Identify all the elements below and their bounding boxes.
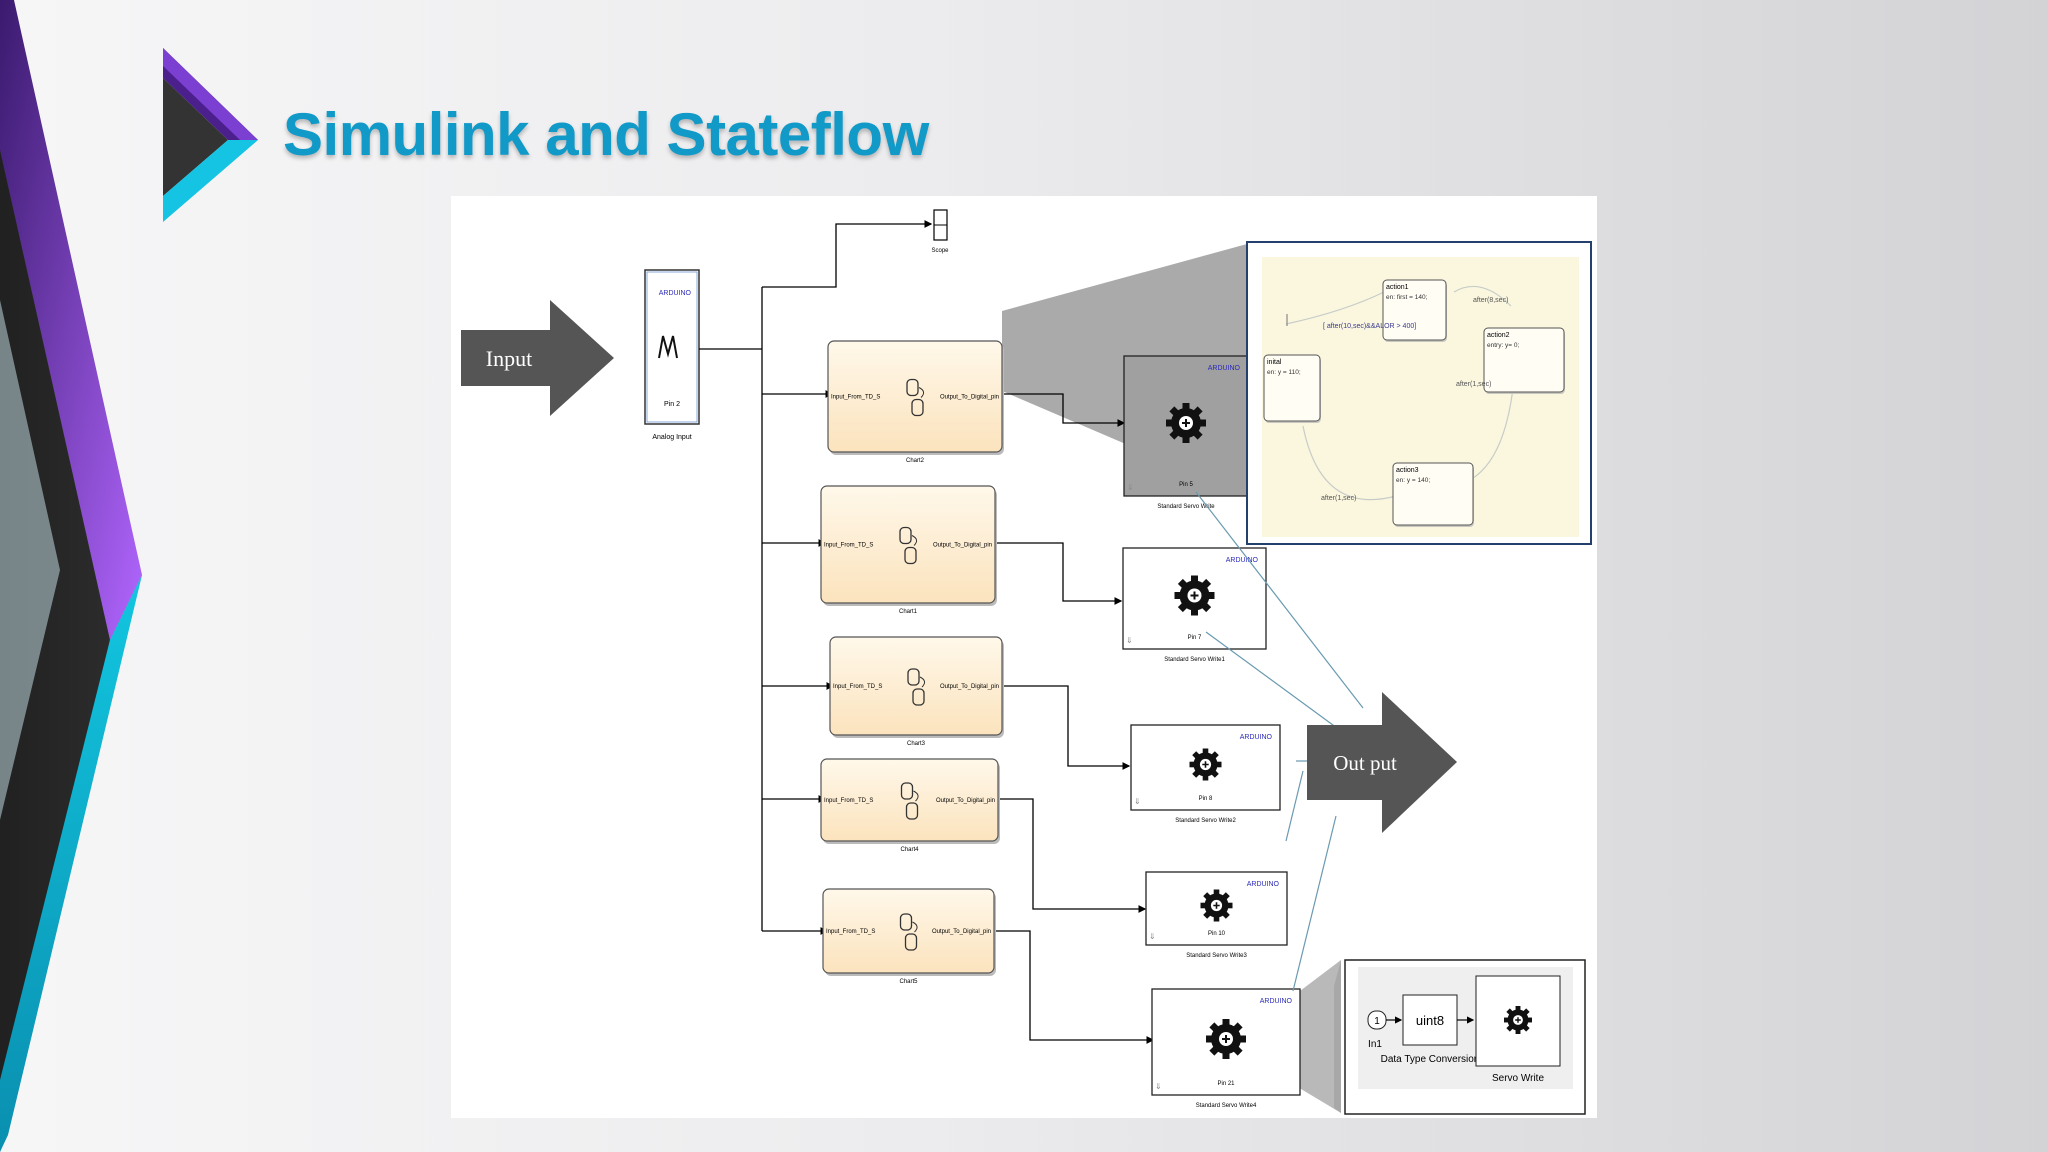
chart-out-port: Output_To_Digital_pin (940, 395, 999, 401)
chart-in-port: Input_From_TD_S (824, 543, 873, 549)
stateflow-state: action3 en: y = 140; (1392, 462, 1474, 527)
servo-name: Standard Servo Write3 (1186, 953, 1247, 959)
stateflow-state: inital en: y = 110; (1263, 354, 1321, 423)
conversion-label: Data Type Conversion (1381, 1054, 1480, 1065)
servo-pin: Pin 7 (1188, 635, 1202, 641)
stateflow-chart-block[interactable]: Input_From_TD_S Output_To_Digital_pinChar… (827, 340, 1004, 464)
chart-out-port: Output_To_Digital_pin (936, 798, 995, 804)
servo-pin: Pin 8 (1199, 796, 1213, 802)
chart-name: Chart4 (900, 847, 919, 853)
servo-badge: ARDUINO (1208, 365, 1241, 372)
stateflow-chart-panel: action1 en: first = 140; action2 entry: y= … (1246, 241, 1592, 545)
transition-label-1: [ after(10,sec)&&ALOR > 400] (1323, 323, 1416, 330)
servo-write-label: Servo Write (1492, 1073, 1544, 1084)
subsystem-gear-icon (1503, 1005, 1533, 1035)
servo-name: Standard Servo Write (1157, 504, 1215, 510)
title-chevron-icon (163, 48, 258, 222)
servo-pin: Pin 21 (1217, 1081, 1235, 1087)
servo-port-marker: ⇓ (1127, 483, 1134, 492)
servo-write-block[interactable]: ARDUINO Pin 5 Standard Servo Write ⇓ (1123, 355, 1249, 510)
analog-input-badge: ARDUINO (659, 290, 692, 297)
servo-port-marker: ⇓ (1155, 1082, 1162, 1091)
state-name: action3 (1396, 467, 1419, 474)
chart-out-port: Output_To_Digital_pin (940, 684, 999, 690)
servo-name: Standard Servo Write4 (1196, 1103, 1257, 1109)
state-action: en: y = 140; (1396, 477, 1430, 484)
servo-badge: ARDUINO (1260, 998, 1293, 1005)
output-callout-arrow: Out put (1307, 692, 1457, 833)
state-action: entry: y= 0; (1487, 342, 1520, 349)
waveform-icon (658, 335, 678, 359)
servo-write-block[interactable]: ARDUINO Pin 7 Standard Servo Write1 ⇓ (1122, 547, 1267, 663)
inport-number: 1 (1374, 1016, 1380, 1027)
chart-name: Chart1 (899, 609, 918, 615)
analog-input-block[interactable]: ARDUINO Pin 2 Analog Input (644, 269, 700, 441)
servo-write-block[interactable]: ARDUINO Pin 10 Standard Servo Write3 ⇓ (1145, 871, 1288, 959)
state-name: inital (1267, 359, 1282, 366)
transition-label-3: after(1,sec) (1456, 381, 1491, 388)
servo-port-marker: ⇓ (1149, 932, 1156, 941)
servo-name: Standard Servo Write2 (1175, 818, 1236, 824)
input-callout-arrow: Input (461, 300, 614, 416)
slide-title: Simulink and Stateflow (283, 101, 929, 168)
chart-in-port: Input_From_TD_S (826, 929, 875, 935)
chart-name: Chart3 (907, 741, 926, 747)
scope-block[interactable]: Scope (931, 209, 949, 254)
stateflow-chart-block[interactable]: Input_From_TD_S Output_To_Digital_pinChar… (820, 758, 1000, 853)
servo-write-block[interactable]: ARDUINO Pin 8 Standard Servo Write2 ⇓ (1130, 724, 1281, 824)
transition-label-2: after(8,sec) (1473, 297, 1508, 304)
servo-port-marker: ⇓ (1126, 636, 1133, 645)
chart-in-port: Input_From_TD_S (824, 798, 873, 804)
scope-label: Scope (931, 248, 949, 254)
servo-write-block[interactable]: ARDUINO Pin 21 Standard Servo Write4 ⇓ (1151, 988, 1301, 1109)
stateflow-chart-block[interactable]: Input_From_TD_S Output_To_Digital_pinChar… (820, 485, 997, 615)
servo-gear-icon (1199, 888, 1234, 923)
servo-name: Standard Servo Write1 (1164, 657, 1225, 663)
state-action: en: first = 140; (1386, 294, 1428, 301)
chart-out-port: Output_To_Digital_pin (933, 543, 992, 549)
servo-gear-icon (1173, 574, 1216, 617)
inport-label: In1 (1368, 1039, 1382, 1050)
analog-input-pin: Pin 2 (664, 401, 680, 408)
servo-pin: Pin 10 (1208, 931, 1226, 937)
stateflow-chart-block[interactable]: Input_From_TD_S Output_To_Digital_pinChar… (829, 636, 1004, 747)
state-name: action2 (1487, 332, 1510, 339)
servo-badge: ARDUINO (1247, 881, 1280, 888)
stateflow-state: action1 en: first = 140; (1382, 279, 1447, 342)
stateflow-state: action2 entry: y= 0; (1483, 327, 1565, 394)
servo-gear-icon (1165, 402, 1207, 444)
servo-subsystem-panel: 1 In1 uint8 Data Type Conversion Servo W… (1344, 959, 1586, 1115)
servo-badge: ARDUINO (1240, 734, 1273, 741)
output-label: Out put (1333, 751, 1397, 775)
servo-pin: Pin 5 (1179, 482, 1193, 488)
servo-gear-icon (1188, 747, 1223, 782)
chart-name: Chart2 (906, 458, 925, 464)
chart-in-port: Input_From_TD_S (831, 395, 880, 401)
chart-name: Chart5 (899, 979, 918, 985)
transition-label-4: after(1,sec) (1321, 495, 1356, 502)
stateflow-chart-block[interactable]: Input_From_TD_S Output_To_Digital_pinChar… (822, 888, 996, 985)
servo-gear-icon (1205, 1018, 1247, 1060)
servo-port-marker: ⇓ (1134, 797, 1141, 806)
simulink-diagram: Input ARDUINO Pin 2 Analog Input Scope I… (451, 196, 1597, 1118)
input-label: Input (486, 346, 532, 371)
servo-badge: ARDUINO (1226, 557, 1259, 564)
chart-out-port: Output_To_Digital_pin (932, 929, 991, 935)
state-name: action1 (1386, 284, 1409, 291)
state-action: en: y = 110; (1267, 369, 1301, 376)
chart-in-port: Input_From_TD_S (833, 684, 882, 690)
conversion-text: uint8 (1416, 1013, 1444, 1028)
analog-input-name: Analog Input (652, 434, 691, 441)
